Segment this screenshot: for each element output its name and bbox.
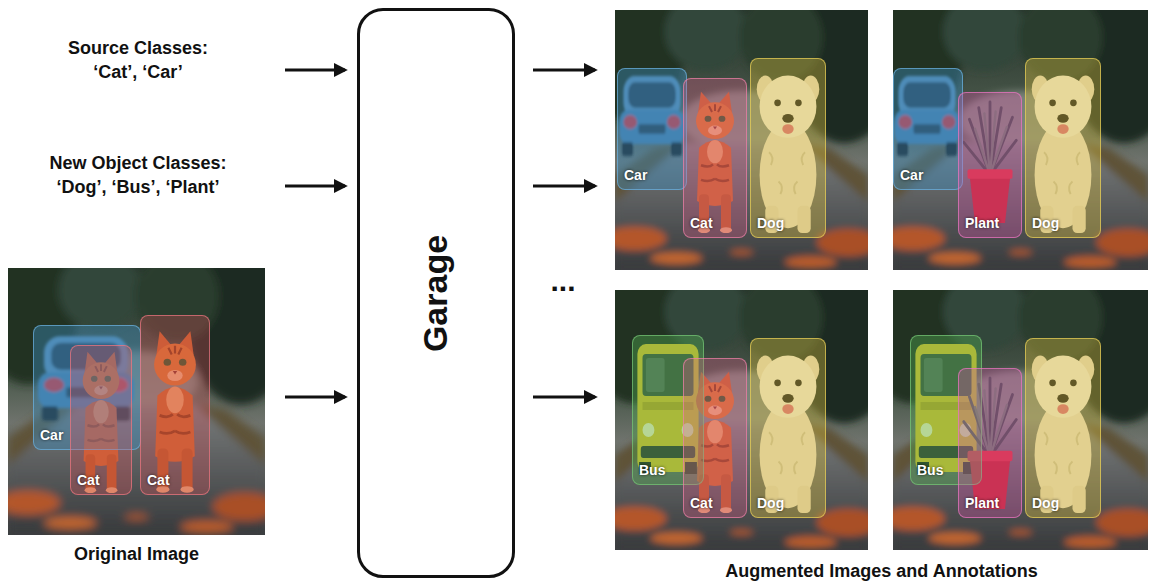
process-title: Garage <box>417 234 456 351</box>
class-label: Dog <box>1032 215 1059 232</box>
class-label: Cat <box>147 472 170 489</box>
annotation-box: Plant <box>958 92 1022 238</box>
output-panel: Augmented Images and AnnotationsCarCatDo… <box>615 10 1148 582</box>
annotation-box: Cat <box>683 78 747 238</box>
image-panel: Original Image CarCat Cat <box>8 268 265 565</box>
annotation-box: Car <box>617 68 687 190</box>
input-label: New Object Classes: ‘Dog’, ‘Bus’, ‘Plant… <box>38 151 238 199</box>
flow-arrow <box>533 396 595 399</box>
class-label: Car <box>40 427 63 444</box>
annotation-box: Dog <box>750 338 826 518</box>
class-label: Car <box>900 167 923 184</box>
panel-caption: Original Image <box>74 543 199 565</box>
input-arrow <box>285 185 345 188</box>
class-label: Dog <box>1032 495 1059 512</box>
flow-arrow <box>533 185 595 188</box>
photo-background <box>863 0 1150 270</box>
class-label: Cat <box>690 495 713 512</box>
class-label: Plant <box>965 215 999 232</box>
photo-background <box>863 256 1150 550</box>
class-label: Dog <box>757 495 784 512</box>
photo-background <box>585 256 898 550</box>
class-label: Bus <box>917 462 943 479</box>
ellipsis-mark: ... <box>533 266 593 296</box>
photo-background <box>585 0 898 270</box>
photo-background <box>0 233 296 535</box>
class-label: Cat <box>690 215 713 232</box>
annotation-box: Dog <box>1025 58 1101 238</box>
input-arrow <box>285 69 345 72</box>
annotation-box: Cat <box>70 345 132 495</box>
class-label: Dog <box>757 215 784 232</box>
flow-arrow <box>285 396 345 399</box>
annotation-box: Cat <box>683 358 747 518</box>
annotation-box: Dog <box>750 58 826 238</box>
annotation-box: Dog <box>1025 338 1101 518</box>
flow-arrow <box>533 69 595 72</box>
annotation-box: Car <box>893 68 963 190</box>
input-label: Source Classes: ‘Cat’, ‘Car’ <box>53 36 223 84</box>
annotation-box: Plant <box>958 368 1022 518</box>
class-label: Car <box>624 167 647 184</box>
panel-caption: Augmented Images and Annotations <box>725 560 1037 582</box>
class-label: Cat <box>77 472 100 489</box>
class-label: Bus <box>639 462 665 479</box>
class-label: Plant <box>965 495 999 512</box>
annotation-box: Cat <box>140 315 210 495</box>
process-box: Garage <box>357 8 515 578</box>
